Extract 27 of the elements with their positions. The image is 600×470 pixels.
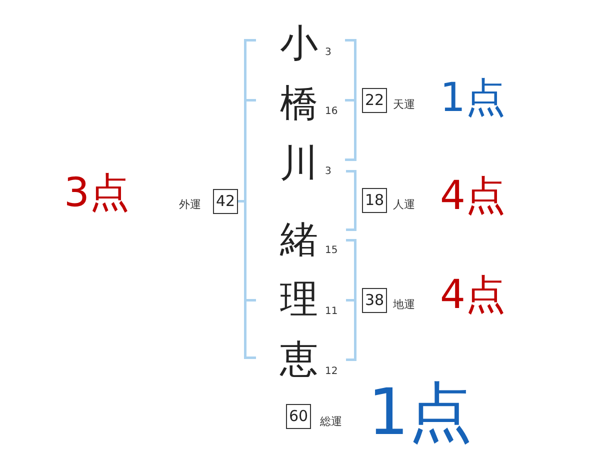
stroke-count: 15 — [325, 246, 338, 256]
name-character: 小 — [280, 24, 318, 62]
number-box: 22 — [362, 88, 387, 113]
stroke-count: 3 — [325, 48, 332, 58]
number-box: 38 — [362, 288, 387, 313]
name-character: 川 — [280, 144, 318, 182]
score-text: 3点 — [64, 173, 130, 213]
number-box: 60 — [286, 404, 311, 429]
score-text: 4点 — [440, 275, 506, 315]
score-text: 1点 — [368, 381, 473, 445]
stroke-count: 16 — [325, 107, 338, 117]
name-character: 理 — [280, 280, 318, 318]
score-text: 1点 — [440, 78, 506, 118]
stroke-count: 12 — [325, 367, 338, 377]
fortune-label: 天運 — [393, 99, 415, 110]
name-character: 橋 — [280, 84, 318, 122]
stroke-count: 3 — [325, 167, 332, 177]
name-character: 緒 — [280, 220, 318, 258]
stroke-count: 11 — [325, 307, 338, 317]
fortune-label: 総運 — [320, 416, 342, 427]
number-box: 42 — [213, 189, 238, 214]
fortune-label: 人運 — [393, 199, 415, 210]
fortune-label: 外運 — [179, 199, 201, 210]
fortune-label: 地運 — [393, 299, 415, 310]
number-box: 18 — [362, 188, 387, 213]
score-text: 4点 — [440, 176, 506, 216]
name-character: 恵 — [280, 340, 318, 378]
